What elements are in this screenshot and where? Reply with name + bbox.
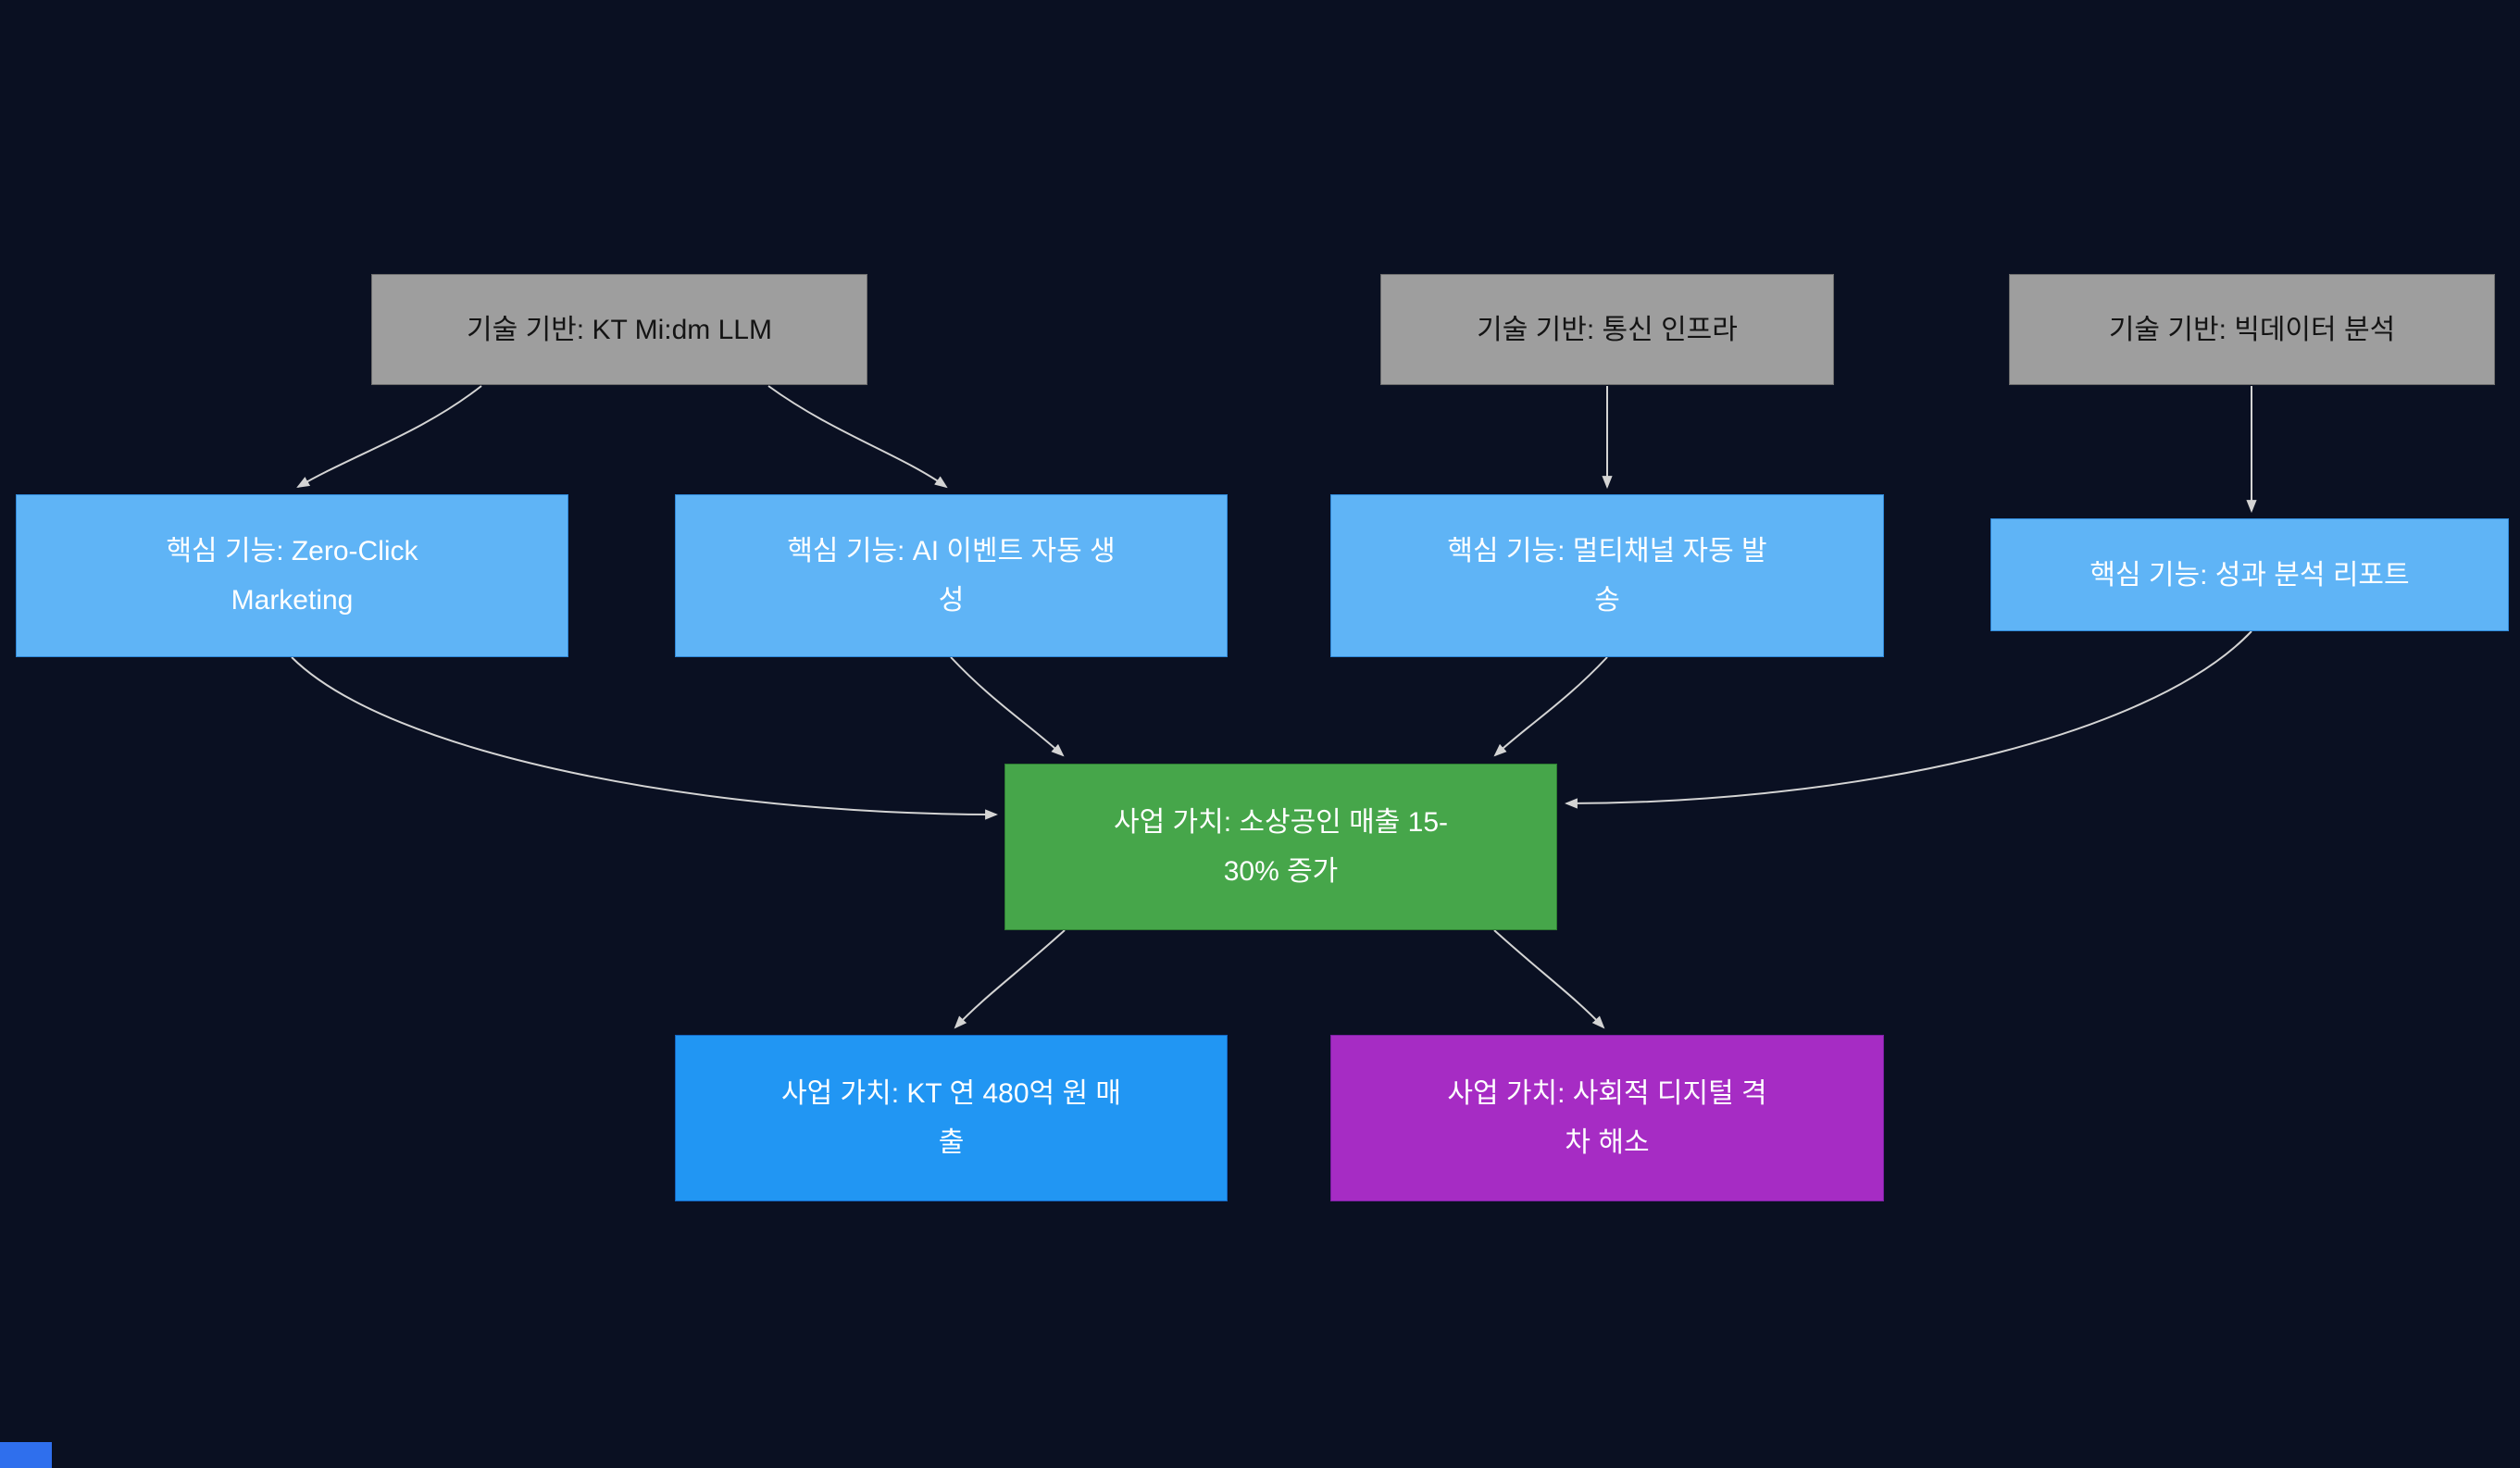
arrow-llm-to-zero-click [296, 385, 482, 489]
node-tech-kt-midm-llm: 기술 기반: KT Mi:dm LLM [371, 274, 867, 385]
arrow-multichannel-to-sales-growth [1493, 656, 1608, 757]
node-label-line-2: 성 [938, 585, 965, 616]
node-value-kt-annual-revenue: 사업 가치: KT 연 480억 원 매 출 [675, 1035, 1228, 1201]
node-label-line-1: 사업 가치: KT 연 480억 원 매 [781, 1078, 1121, 1109]
bottom-left-blue-fragment [0, 1442, 52, 1468]
node-label-line-2: 출 [938, 1127, 965, 1158]
arrow-zero-click-to-sales-growth [291, 656, 999, 820]
node-label: 핵심 기능: 성과 분석 리포트 [2090, 559, 2410, 591]
node-feature-multichannel-delivery: 핵심 기능: 멀티채널 자동 발 송 [1330, 494, 1884, 657]
node-label: 기술 기반: KT Mi:dm LLM [467, 314, 772, 345]
node-tech-bigdata-analytics: 기술 기반: 빅데이터 분석 [2009, 274, 2495, 385]
node-label-line-1: 핵심 기능: Zero-Click [166, 536, 418, 566]
node-label-line-1: 사업 가치: 사회적 디지털 격 [1447, 1078, 1767, 1109]
node-feature-performance-report: 핵심 기능: 성과 분석 리포트 [1990, 518, 2509, 631]
node-label-line-1: 핵심 기능: AI 이벤트 자동 생 [787, 536, 1116, 566]
node-label-line-2: Marketing [231, 585, 354, 616]
arrow-sales-growth-to-digital-gap [1493, 929, 1605, 1029]
node-tech-telecom-infra: 기술 기반: 통신 인프라 [1380, 274, 1834, 385]
node-value-merchant-sales-growth: 사업 가치: 소상공인 매출 15- 30% 증가 [1004, 764, 1557, 930]
node-feature-ai-event-generation: 핵심 기능: AI 이벤트 자동 생 성 [675, 494, 1228, 657]
arrow-llm-to-ai-event [767, 385, 948, 489]
node-value-digital-gap-resolution: 사업 가치: 사회적 디지털 격 차 해소 [1330, 1035, 1884, 1201]
node-label: 기술 기반: 통신 인프라 [1477, 314, 1738, 345]
node-label: 기술 기반: 빅데이터 분석 [2108, 314, 2396, 345]
node-feature-zero-click-marketing: 핵심 기능: Zero-Click Marketing [16, 494, 568, 657]
node-label-line-1: 핵심 기능: 멀티채널 자동 발 [1447, 536, 1767, 566]
node-label-line-1: 사업 가치: 소상공인 매출 15- [1113, 807, 1449, 838]
arrow-ai-event-to-sales-growth [950, 656, 1065, 757]
node-label-line-2: 차 해소 [1565, 1127, 1650, 1158]
node-label-line-2: 30% 증가 [1223, 856, 1339, 887]
arrow-sales-growth-to-kt-revenue [954, 929, 1066, 1029]
node-label-line-2: 송 [1594, 585, 1620, 616]
